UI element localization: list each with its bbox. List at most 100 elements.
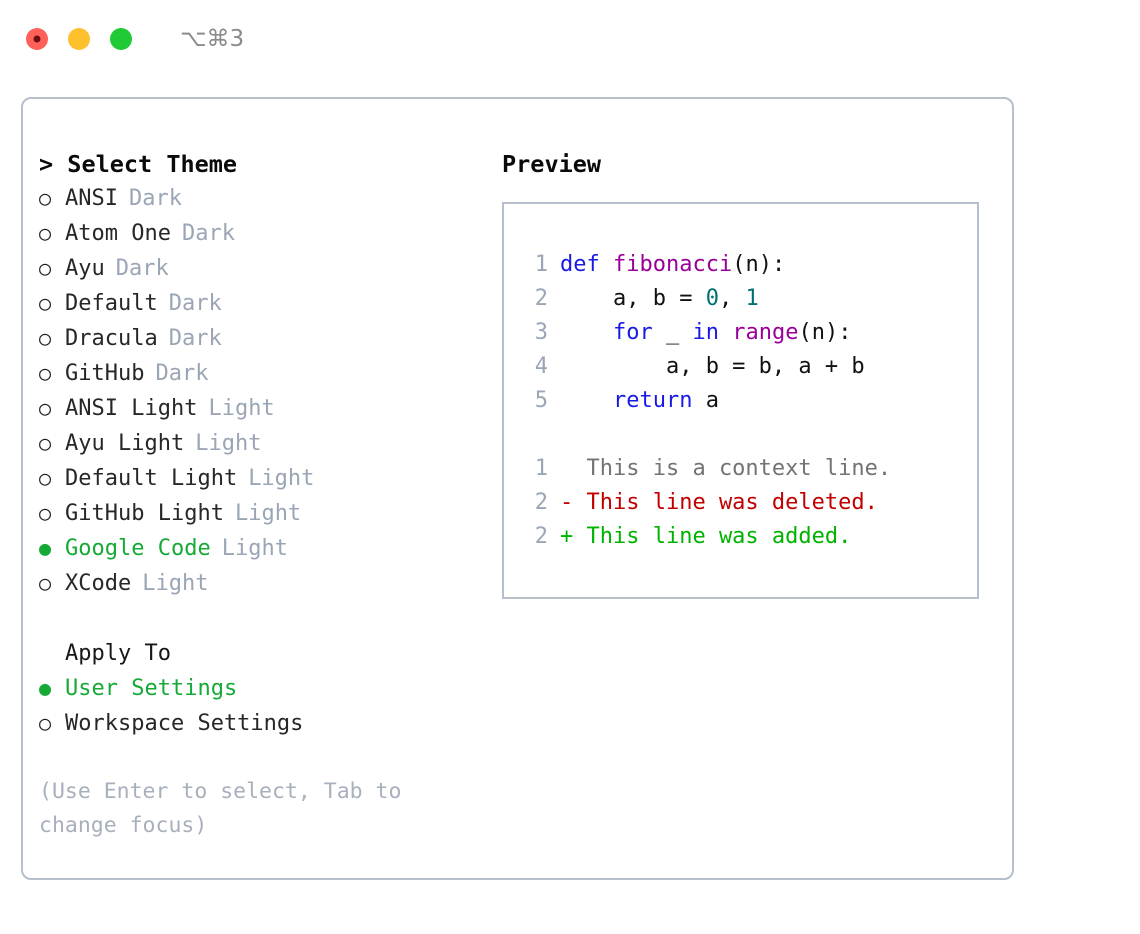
code-token-pln: (n): bbox=[798, 320, 852, 345]
code-line-content: return a bbox=[560, 384, 719, 418]
apply-option-user-settings[interactable]: ● User Settings bbox=[39, 671, 489, 706]
apply-to-option-list[interactable]: ● User Settings ○Workspace Settings bbox=[39, 671, 489, 741]
theme-option-ansi[interactable]: ○ ANSI Dark bbox=[39, 181, 489, 216]
code-token-pln bbox=[719, 320, 732, 345]
code-line-content: for _ in range(n): bbox=[560, 316, 851, 350]
preview-spacer bbox=[504, 418, 977, 452]
close-window-icon[interactable] bbox=[26, 28, 48, 50]
diff-line-content-add: + This line was added. bbox=[560, 524, 852, 549]
option-variant-tag: Dark bbox=[168, 291, 222, 316]
code-token-pln bbox=[560, 320, 613, 345]
radio-unselected-icon: ○ bbox=[39, 431, 52, 455]
select-theme-header: > Select Theme bbox=[39, 150, 238, 178]
code-token-kw: return bbox=[612, 388, 693, 413]
code-token-pln bbox=[560, 388, 613, 413]
radio-unselected-icon: ○ bbox=[39, 256, 52, 280]
option-variant-tag: Light bbox=[142, 571, 209, 596]
radio-unselected-icon: ○ bbox=[39, 186, 52, 210]
code-line: 4 a, b = b, a + b bbox=[504, 350, 977, 384]
option-label: ANSI Light bbox=[65, 396, 198, 421]
diff-line: 2- This line was deleted. bbox=[504, 486, 977, 520]
radio-unselected-icon: ○ bbox=[39, 396, 52, 420]
option-variant-tag: Dark bbox=[168, 326, 222, 351]
option-label: Default Light bbox=[65, 466, 238, 491]
radio-unselected-icon: ○ bbox=[39, 501, 52, 525]
option-label: Ayu bbox=[65, 256, 105, 281]
radio-unselected-icon: ○ bbox=[39, 291, 52, 315]
code-token-num: 0 bbox=[705, 286, 719, 311]
apply-to-section: Apply To ● User Settings ○Workspace Settin… bbox=[39, 637, 489, 741]
code-token-pln: (n): bbox=[732, 252, 786, 277]
option-variant-tag: Light bbox=[248, 466, 315, 491]
code-line-content: def fibonacci(n): bbox=[560, 248, 785, 282]
code-token-kw: in bbox=[692, 320, 719, 345]
code-token-pln: a bbox=[692, 388, 719, 413]
minimize-window-icon[interactable] bbox=[68, 28, 90, 50]
diff-line-number: 2 bbox=[534, 524, 548, 549]
code-line-number: 5 bbox=[534, 388, 548, 413]
window-titlebar: ⌥⌘3 bbox=[0, 0, 1140, 78]
theme-option-ayu[interactable]: ○ Ayu Dark bbox=[39, 251, 489, 286]
theme-option-ayu-light[interactable]: ○ Ayu Light Light bbox=[39, 426, 489, 461]
option-label: User Settings bbox=[65, 676, 238, 701]
code-line: 5 return a bbox=[504, 384, 977, 418]
code-token-num: 1 bbox=[745, 286, 759, 311]
code-line: 2 a, b = 0, 1 bbox=[504, 282, 977, 316]
keyboard-shortcut-label: ⌥⌘3 bbox=[180, 26, 245, 52]
diff-line-content-ctx: This is a context line. bbox=[560, 456, 892, 481]
code-line-number: 2 bbox=[534, 286, 548, 311]
preview-header: Preview bbox=[502, 150, 602, 178]
code-token-pln: a, b = b, a + b bbox=[560, 354, 865, 379]
radio-unselected-icon: ○ bbox=[39, 711, 52, 735]
option-variant-tag: Light bbox=[208, 396, 275, 421]
radio-unselected-icon: ○ bbox=[39, 326, 52, 350]
apply-option-workspace-settings[interactable]: ○Workspace Settings bbox=[39, 706, 489, 741]
maximize-window-icon[interactable] bbox=[110, 28, 132, 50]
option-label: Default bbox=[65, 291, 158, 316]
option-label: Ayu Light bbox=[65, 431, 185, 456]
radio-unselected-icon: ○ bbox=[39, 361, 52, 385]
theme-option-default-light[interactable]: ○ Default Light Light bbox=[39, 461, 489, 496]
code-line: 3 for _ in range(n): bbox=[504, 316, 977, 350]
diff-line-number: 2 bbox=[534, 490, 548, 515]
radio-selected-icon: ● bbox=[39, 676, 52, 700]
option-label: GitHub bbox=[65, 361, 145, 386]
code-token-fn: range bbox=[732, 320, 799, 345]
theme-option-default[interactable]: ○ Default Dark bbox=[39, 286, 489, 321]
option-variant-tag: Light bbox=[234, 501, 302, 526]
radio-unselected-icon: ○ bbox=[39, 571, 52, 595]
option-variant-tag: Dark bbox=[128, 186, 182, 211]
code-line-content: a, b = b, a + b bbox=[560, 350, 865, 384]
code-line-content: a, b = 0, 1 bbox=[560, 282, 759, 316]
code-token-pln: a, b = bbox=[560, 286, 706, 311]
radio-unselected-icon: ○ bbox=[39, 221, 52, 245]
option-variant-tag: Dark bbox=[115, 256, 169, 281]
option-variant-tag: Light bbox=[195, 431, 262, 456]
code-token-pln: _ bbox=[652, 320, 693, 345]
window-controls bbox=[26, 28, 132, 50]
diff-line: 2 + This line was added. bbox=[504, 520, 977, 554]
option-label: ANSI bbox=[65, 186, 118, 211]
apply-to-header: Apply To bbox=[65, 641, 171, 666]
radio-unselected-icon: ○ bbox=[39, 466, 52, 490]
code-token-fn: fibonacci bbox=[612, 252, 733, 277]
theme-option-ansi-light[interactable]: ○ ANSI Light Light bbox=[39, 391, 489, 426]
diff-line: 1 This is a context line. bbox=[504, 452, 977, 486]
diff-line-number: 1 bbox=[534, 456, 548, 481]
diff-sample: 1 This is a context line.2- This line wa… bbox=[504, 452, 977, 554]
code-token-kw: for bbox=[612, 320, 653, 345]
option-label: Google Code bbox=[65, 536, 211, 561]
